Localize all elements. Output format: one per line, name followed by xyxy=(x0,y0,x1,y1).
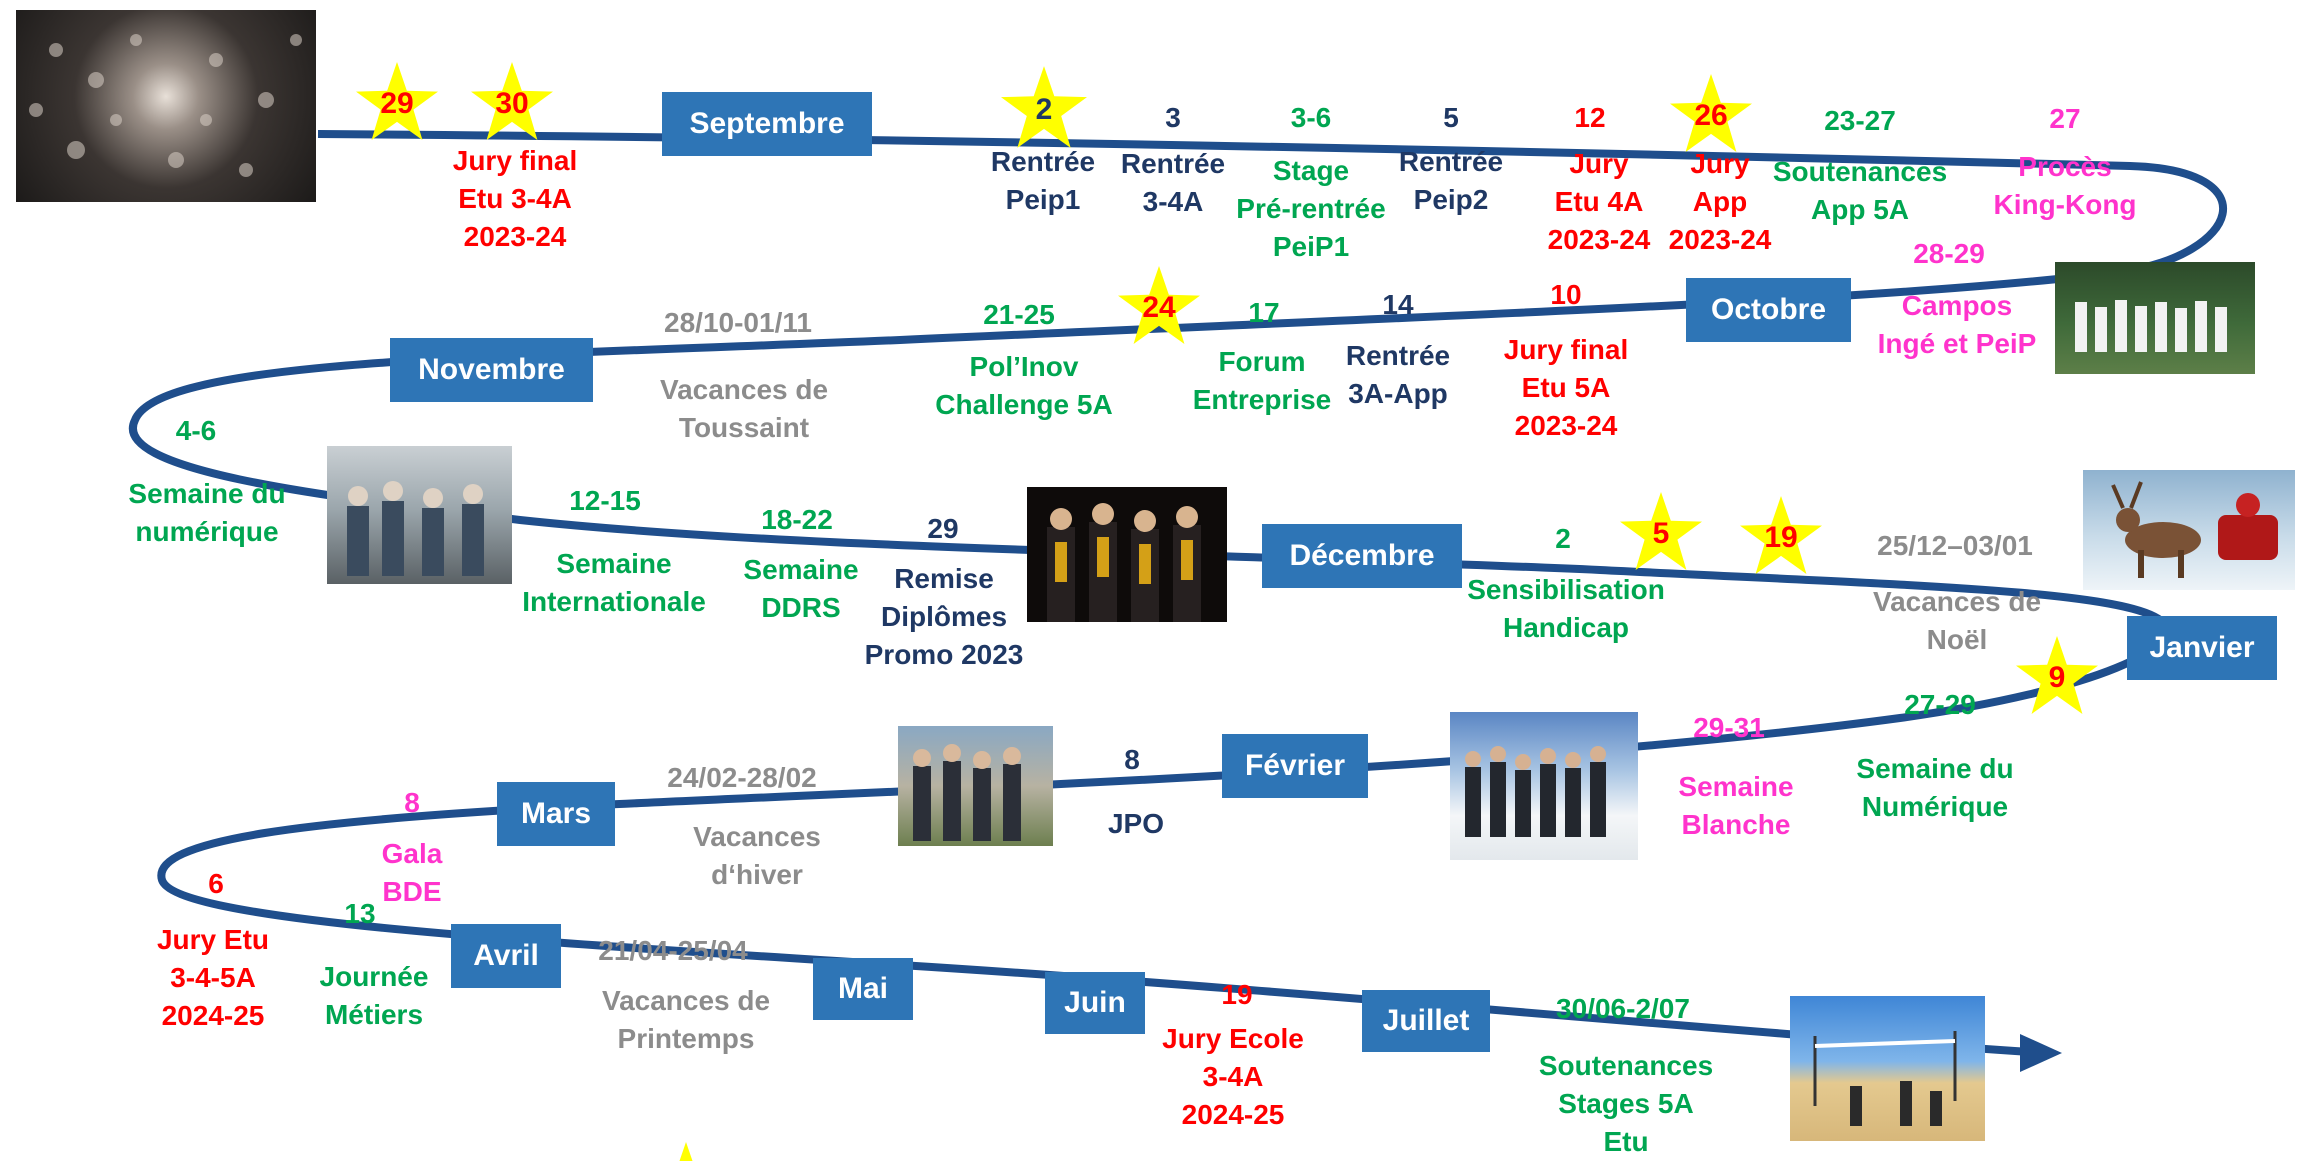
event-date-23-27: 23-27 xyxy=(1824,105,1896,136)
event-date-12-15: 12-15 xyxy=(569,485,641,516)
star-date-30: 30 xyxy=(495,87,529,120)
event-date-toussaint: 28/10-01/11 xyxy=(664,307,812,338)
month-decembre: Décembre xyxy=(1262,524,1462,588)
event-date-hiver: 24/02-28/02 xyxy=(667,762,817,793)
star-icon: 30 xyxy=(471,62,553,140)
event-date-6: 6 xyxy=(208,868,224,899)
crowd-photo xyxy=(16,10,316,202)
month-juillet: Juillet xyxy=(1362,990,1490,1052)
star-icon xyxy=(656,1142,716,1161)
star-icon: 2 xyxy=(1001,66,1087,148)
event-jpo: JPO xyxy=(1107,808,1165,839)
event-date-19: 19 xyxy=(1221,979,1253,1010)
event-date-27-29: 27-29 xyxy=(1904,689,1976,720)
arrow-right-icon xyxy=(2020,1034,2062,1072)
event-date-18-22: 18-22 xyxy=(761,504,833,535)
event-date-13: 13 xyxy=(344,898,376,929)
star-date-5: 5 xyxy=(1652,517,1670,550)
star-date-26: 26 xyxy=(1694,99,1728,132)
forum-photo xyxy=(898,726,1053,846)
graduation-photo xyxy=(1027,487,1227,622)
month-fevrier: Février xyxy=(1222,734,1368,798)
event-date-28-29: 28-29 xyxy=(1913,238,1985,269)
star-date-19: 19 xyxy=(1764,521,1798,554)
event-date-5: 5 xyxy=(1443,102,1459,133)
month-novembre: Novembre xyxy=(390,338,593,402)
event-date-4-6: 4-6 xyxy=(175,415,217,446)
event-date-8-jpo: 8 xyxy=(1124,744,1140,775)
event-date-printemps: 21/04-25/04 xyxy=(598,935,748,966)
star-date-2: 2 xyxy=(1035,93,1053,126)
star-date-29: 29 xyxy=(380,87,414,120)
star-icon: 19 xyxy=(1740,496,1822,574)
event-date-10: 10 xyxy=(1550,279,1582,310)
international-fair-photo xyxy=(327,446,512,584)
month-octobre: Octobre xyxy=(1686,278,1851,342)
month-juin: Juin xyxy=(1045,972,1145,1034)
event-date-12: 12 xyxy=(1574,102,1606,133)
star-date-24: 24 xyxy=(1142,291,1176,324)
group-photo-campos xyxy=(2055,262,2255,374)
event-date-27: 27 xyxy=(2049,103,2081,134)
event-date-3: 3 xyxy=(1165,102,1181,133)
beach-volleyball-photo xyxy=(1790,996,1985,1141)
month-mars: Mars xyxy=(497,782,615,846)
event-date-30-06: 30/06-2/07 xyxy=(1556,993,1690,1024)
event-date-21-25: 21-25 xyxy=(983,299,1055,330)
event-date-29-31: 29-31 xyxy=(1693,712,1765,743)
star-icon: 24 xyxy=(1118,266,1200,344)
ski-trip-photo xyxy=(1450,712,1638,860)
star-date-9: 9 xyxy=(2048,661,2066,694)
event-date-29: 29 xyxy=(927,513,959,544)
event-date-14: 14 xyxy=(1382,289,1414,320)
star-icon: 9 xyxy=(2016,636,2098,714)
event-date-2: 2 xyxy=(1555,523,1571,554)
event-date-8-gala: 8 xyxy=(404,787,420,818)
event-date-noel: 25/12–03/01 xyxy=(1877,530,2033,561)
event-date-17: 17 xyxy=(1248,297,1280,328)
star-icon: 29 xyxy=(356,62,438,140)
month-janvier: Janvier xyxy=(2127,616,2277,680)
month-septembre: Septembre xyxy=(662,92,872,156)
star-icon: 5 xyxy=(1620,492,1702,570)
event-date-3-6: 3-6 xyxy=(1290,102,1332,133)
month-avril: Avril xyxy=(451,924,561,988)
star-icon: 26 xyxy=(1670,74,1752,152)
month-mai: Mai xyxy=(813,958,913,1020)
reindeer-sleigh-photo xyxy=(2083,470,2295,590)
